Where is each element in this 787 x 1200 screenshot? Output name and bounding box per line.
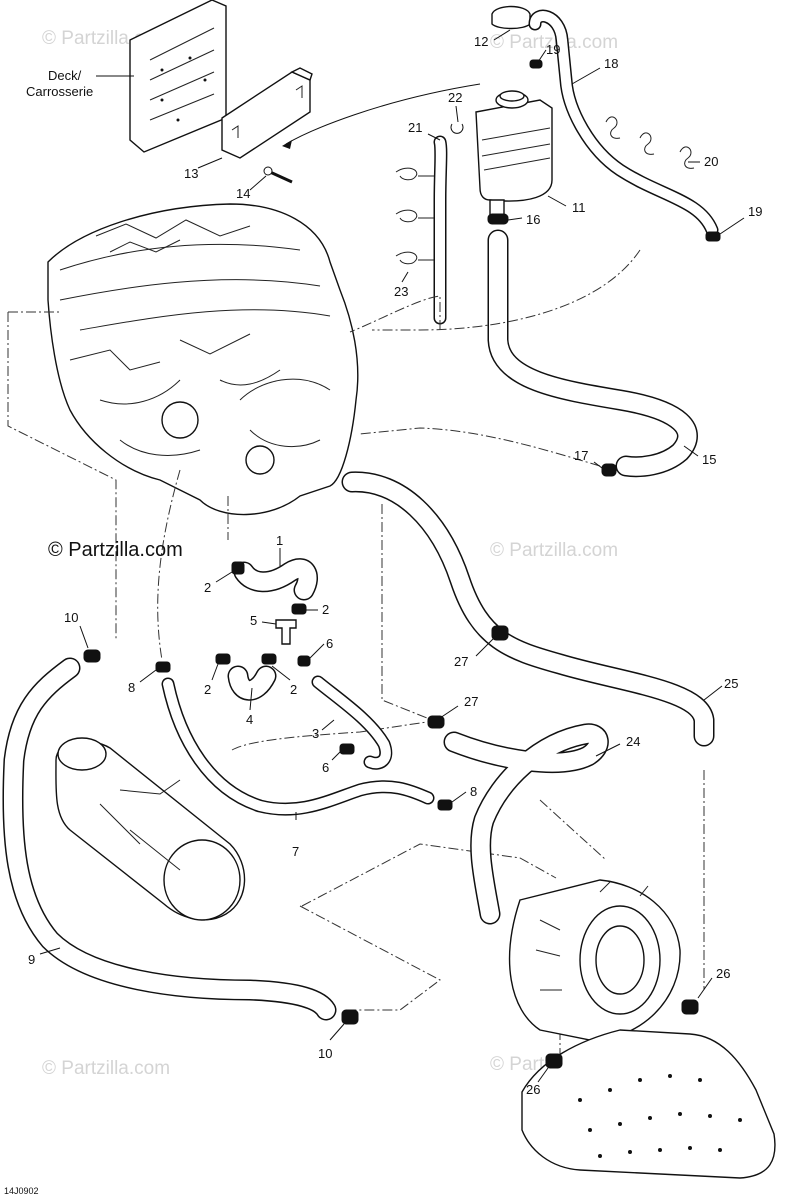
callout-2-d: 2 [290,682,297,697]
watermark: © Partzilla.com [490,540,618,561]
callout-17: 17 [574,448,588,463]
leader-lines [39,29,745,1083]
diagram-code: 14J0902 [4,1186,39,1196]
callout-23: 23 [394,284,408,299]
callout-7: 7 [292,844,299,859]
coolant-reservoir [475,90,553,217]
callout-2-c: 2 [204,682,211,697]
callout-2-a: 2 [204,580,211,595]
spring-clamps-set-20 [605,116,695,169]
deck-panel [129,0,227,153]
callout-22: 22 [448,90,462,105]
callout-26-right: 26 [716,966,730,981]
callout-26-bottom: 26 [526,1082,540,1097]
watermark: © Partzilla.com [42,1058,170,1079]
mounting-bracket [221,67,313,159]
callout-5: 5 [250,613,257,628]
engine-block [47,203,359,516]
callout-19-right: 19 [748,204,762,219]
callout-13: 13 [184,166,198,181]
callout-6-b: 6 [322,760,329,775]
reservoir-cap [491,5,531,30]
callout-8-right: 8 [470,784,477,799]
callout-15: 15 [702,452,716,467]
callout-19-top: 19 [546,42,560,57]
deck-label-line2: Carrosserie [26,84,93,99]
brand-watermark: © Partzilla.com [48,539,183,561]
deck-label-line1: Deck/ [48,68,82,83]
callout-10-top: 10 [64,610,78,625]
callout-9: 9 [28,952,35,967]
callout-16: 16 [526,212,540,227]
spring-clamps-set-23 [395,167,434,265]
callout-27-upper: 27 [454,654,468,669]
callout-20: 20 [704,154,718,169]
callout-14: 14 [236,186,250,201]
callout-12: 12 [474,34,488,49]
callout-2-b: 2 [322,602,329,617]
callout-1: 1 [276,533,283,548]
callout-18: 18 [604,56,618,71]
t-fitting [275,619,297,645]
callout-24: 24 [626,734,640,749]
callout-10-bottom: 10 [318,1046,332,1061]
callout-8-left: 8 [128,680,135,695]
callout-11: 11 [572,200,586,215]
callout-21: 21 [408,120,422,135]
callout-4: 4 [246,712,253,727]
callout-27-lower: 27 [464,694,478,709]
bracket-screw [263,166,293,184]
ride-plate [521,1029,776,1179]
callout-6-a: 6 [326,636,333,651]
callout-3: 3 [312,726,319,741]
muffler [55,737,246,921]
callout-25: 25 [724,676,738,691]
callout-numbers: 12 19 18 22 21 11 13 14 16 20 19 23 17 1… [28,34,762,1097]
watermark: © Partzilla.com [490,32,618,53]
jet-pump [508,879,681,1041]
